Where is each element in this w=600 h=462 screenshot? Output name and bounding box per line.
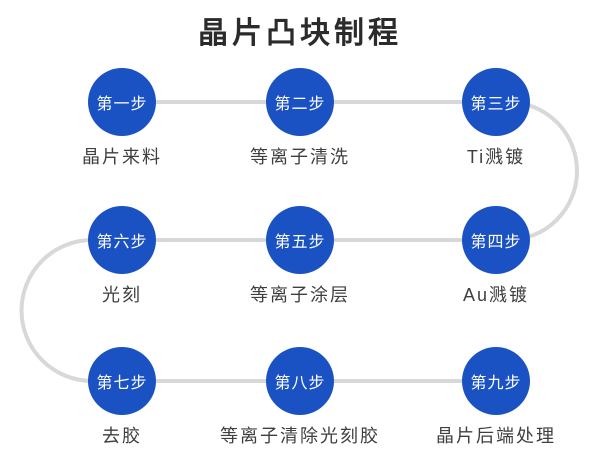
step-badge-6: 第六步 — [88, 206, 156, 274]
step-label-7: 去胶 — [102, 426, 142, 446]
step-label-4: Au溅镀 — [462, 285, 530, 305]
step-node-7: 第七步 去胶 — [88, 347, 156, 446]
step-number: 第二步 — [274, 96, 326, 113]
step-badge-2: 第二步 — [266, 68, 334, 136]
step-node-8: 第八步 等离子清除光刻胶 — [220, 347, 378, 446]
step-node-2: 第二步 等离子清洗 — [250, 68, 348, 167]
step-label-9: 晶片后端处理 — [436, 426, 556, 446]
step-badge-9: 第九步 — [462, 347, 530, 415]
step-badge-4: 第四步 — [462, 206, 530, 274]
step-label-6: 光刻 — [102, 285, 142, 305]
step-badge-1: 第一步 — [88, 68, 156, 136]
step-badge-5: 第五步 — [266, 206, 334, 274]
step-badge-7: 第七步 — [88, 347, 156, 415]
step-number: 第六步 — [96, 234, 148, 251]
step-node-1: 第一步 晶片来料 — [82, 68, 160, 167]
step-number: 第三步 — [470, 96, 522, 113]
step-label-1: 晶片来料 — [82, 147, 162, 167]
step-label-5: 等离子涂层 — [250, 285, 350, 305]
page-title: 晶片凸块制程 — [198, 17, 402, 50]
step-number: 第七步 — [96, 375, 148, 392]
step-label-3: Ti溅镀 — [466, 147, 526, 167]
step-number: 第九步 — [470, 375, 522, 392]
step-node-5: 第五步 等离子涂层 — [250, 206, 348, 305]
step-label-2: 等离子清洗 — [250, 147, 350, 167]
step-node-6: 第六步 光刻 — [88, 206, 156, 305]
step-node-4: 第四步 Au溅镀 — [462, 206, 530, 305]
step-number: 第八步 — [274, 375, 326, 392]
step-number: 第五步 — [274, 234, 326, 251]
step-number: 第一步 — [96, 96, 148, 113]
step-node-9: 第九步 晶片后端处理 — [436, 347, 554, 446]
step-label-8: 等离子清除光刻胶 — [220, 426, 380, 446]
step-badge-3: 第三步 — [462, 68, 530, 136]
step-badge-8: 第八步 — [266, 347, 334, 415]
step-node-3: 第三步 Ti溅镀 — [462, 68, 530, 167]
step-number: 第四步 — [470, 234, 522, 251]
